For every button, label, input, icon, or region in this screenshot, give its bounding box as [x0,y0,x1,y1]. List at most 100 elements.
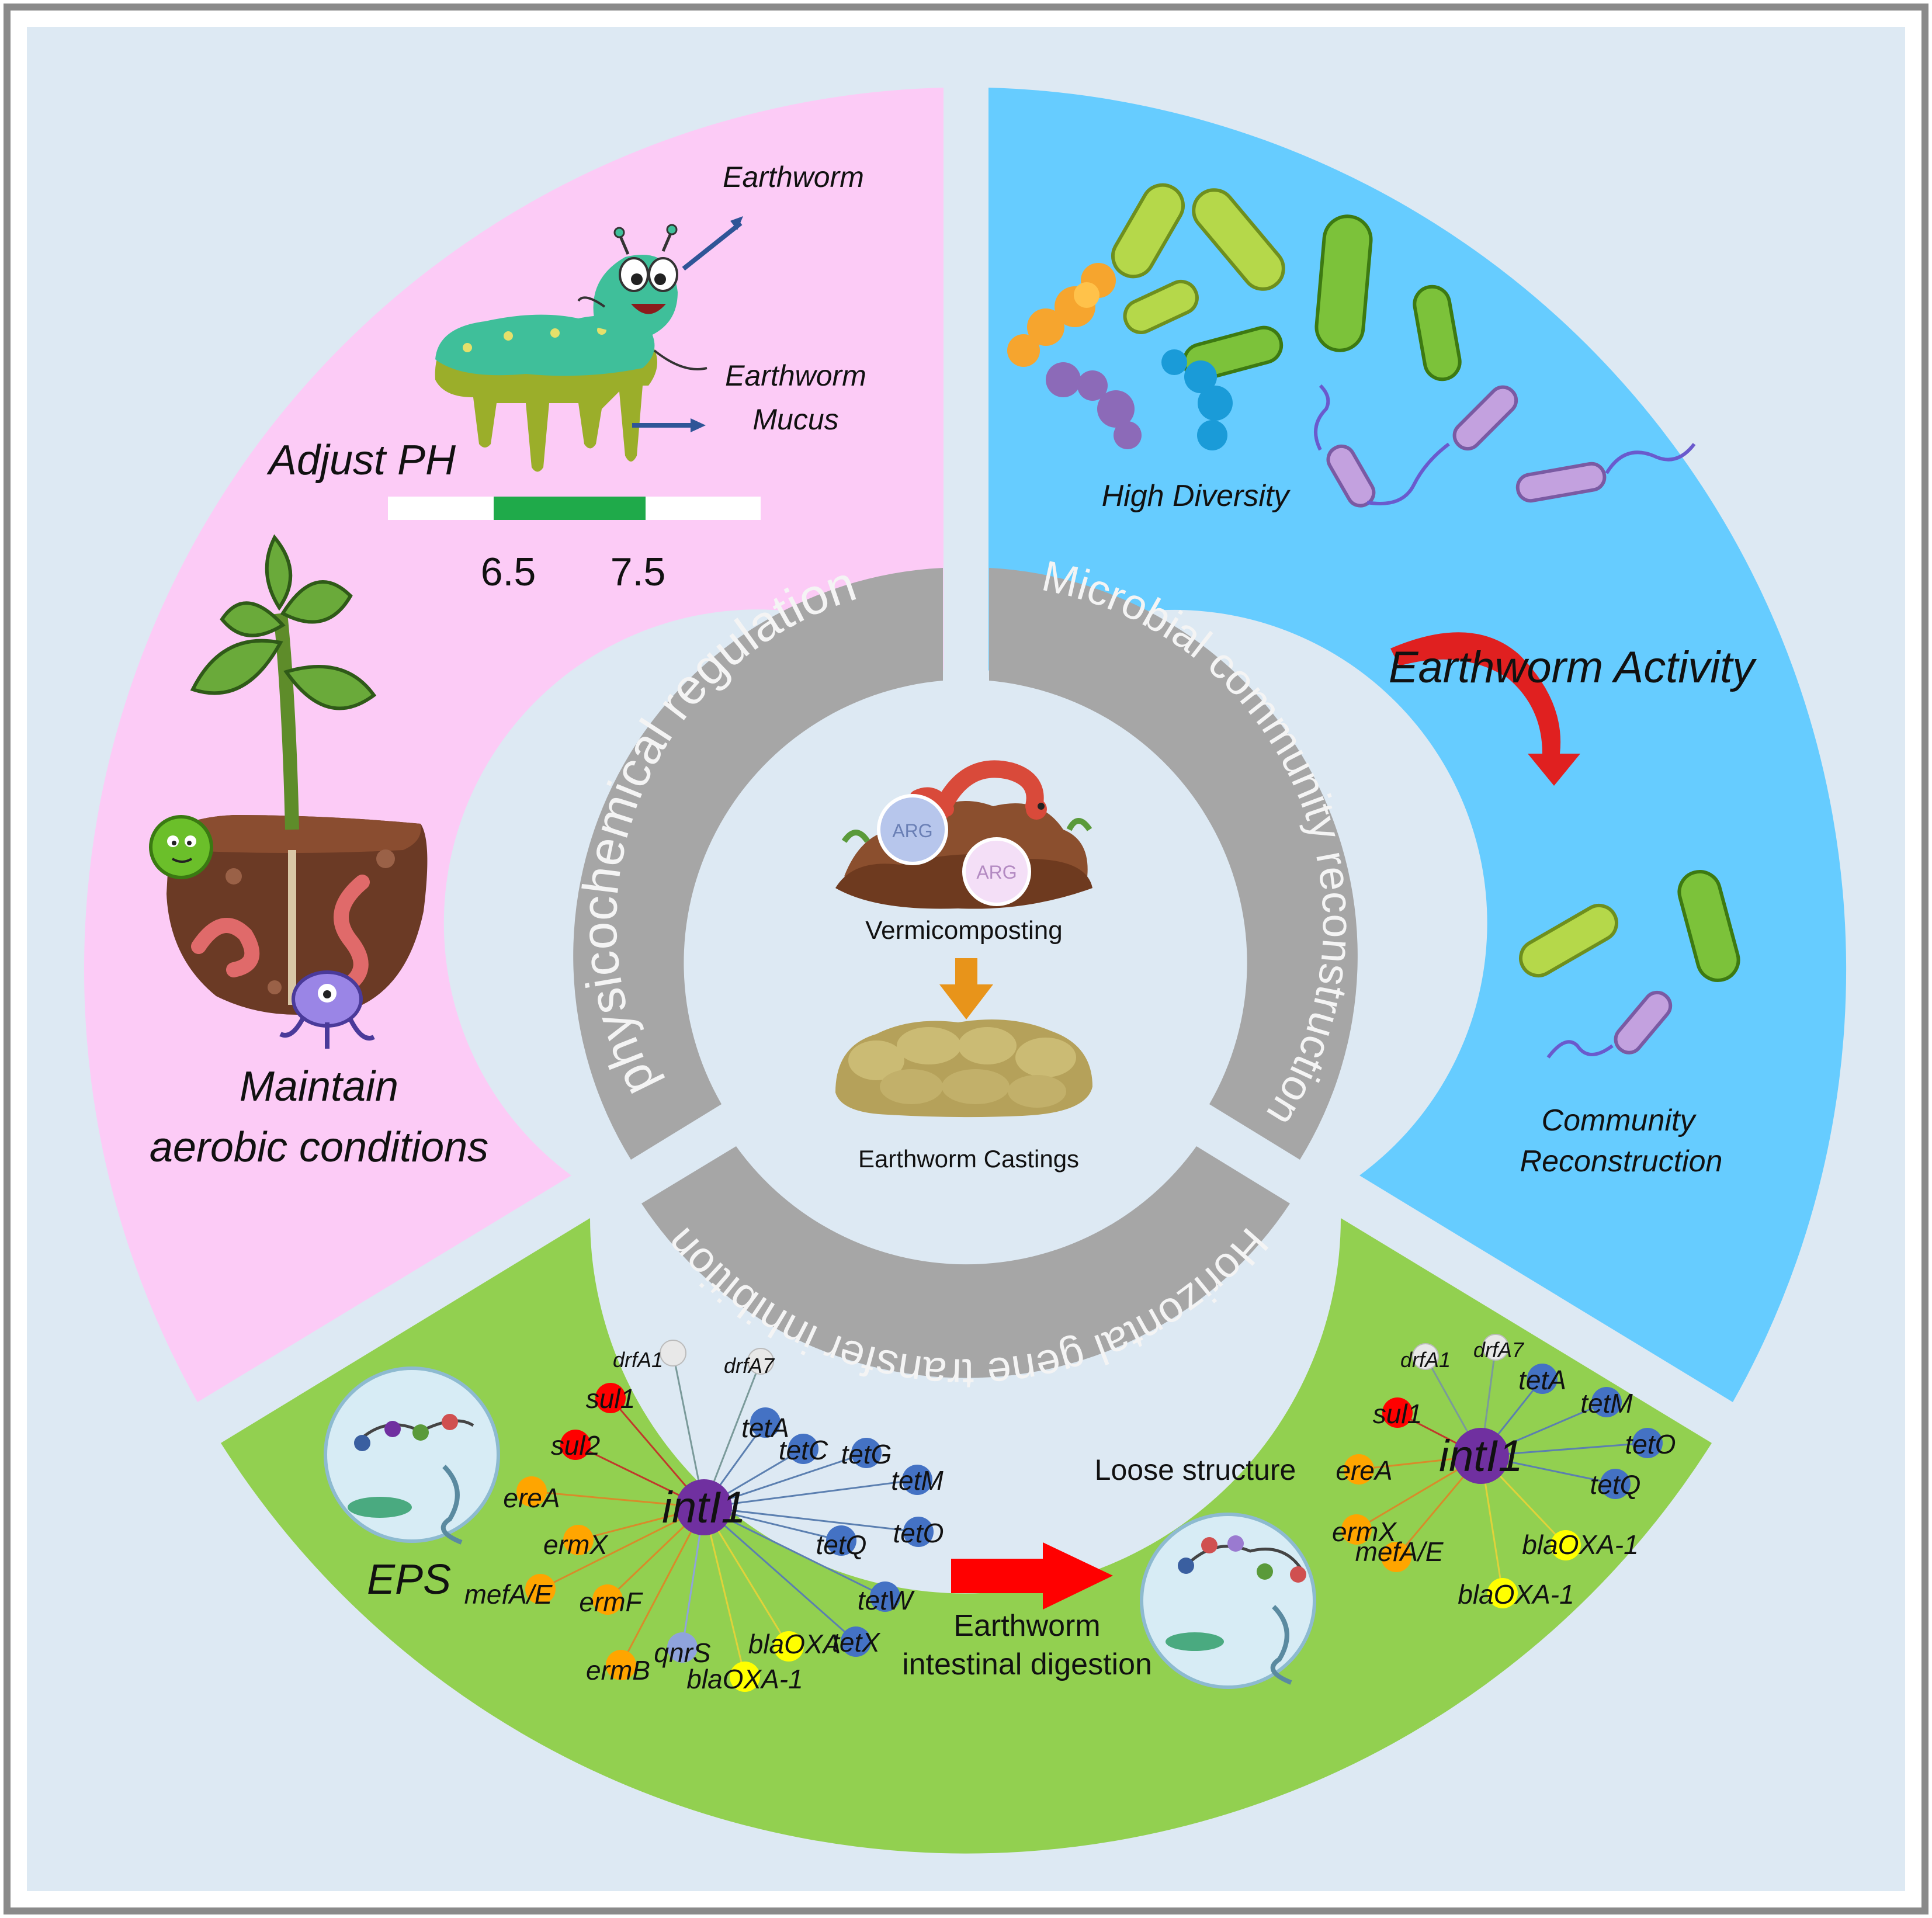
network-edge [703,1506,919,1533]
diverse-microbes-illustration [1007,183,1696,508]
network-edge [703,1507,746,1677]
physicochemical-sector [84,88,944,1402]
hub-label-intl1: intI1 [662,1483,746,1532]
gene-node-teta [750,1407,781,1438]
ph-high-value: 7.5 [611,550,666,594]
eps-cell-before [324,1366,500,1545]
loose-structure-label: Loose structure [1095,1454,1296,1486]
digestion-label-line2: intestinal digestion [902,1648,1152,1681]
gene-label-ermb: ermB [586,1655,650,1685]
gene-label-erea: ereA [503,1483,560,1513]
gene-label-blaoxa-1: blaOXA-1 [1522,1529,1638,1560]
mucus-pointer-arrowhead [691,418,706,432]
gene-label-teta: tetA [1518,1365,1566,1395]
arg-badge-1 [877,794,948,865]
earthworm-pointer-arrow [682,221,743,271]
earthworm-activity-curved-arrow [1390,632,1580,786]
mucus-label-line2: Mucus [752,403,838,436]
gene-node-tetq [1600,1469,1631,1499]
mucus-label-line1: Earthworm [725,359,866,392]
earthworm-castings-illustration [835,1019,1092,1118]
gene-node-tetm [1591,1387,1622,1417]
high-diversity-label: High Diversity [1102,479,1291,513]
gene-label-ermx: ermX [543,1529,609,1560]
gene-node-blaoxa-1 [730,1662,760,1692]
gene-node-mefa-e [525,1574,556,1604]
ring-physicochemical [573,568,943,1160]
gene-node-tetm [902,1465,932,1495]
earthworm-cartoon-illustration [435,224,707,472]
gene-label-tetg: tetG [841,1439,892,1469]
network-edge [703,1479,918,1508]
aerobic-label-line2: aerobic conditions [150,1124,488,1171]
gene-label-sul1: sul1 [586,1383,635,1414]
reconstructed-community-illustration [1519,870,1740,1059]
hub-node-intl1 [1453,1428,1509,1484]
ph-optimal-range [494,497,646,520]
gene-label-ermx: ermX [1332,1517,1397,1547]
gene-node-teto [903,1517,934,1547]
center-down-arrow [939,958,993,1019]
eps-cell-after [1140,1513,1316,1689]
gene-node-ermf [592,1584,623,1615]
network-edge [703,1506,886,1598]
microbial-sector [988,88,1847,1402]
gene-label-teto: tetO [893,1518,944,1548]
gene-node-drfa7 [747,1348,774,1375]
gene-label-tetm: tetM [1580,1388,1633,1418]
vermicomposting-label: Vermicomposting [865,916,1062,945]
gene-node-tetq [826,1525,856,1556]
gene-node-ermx [1341,1514,1372,1545]
gene-label-qnrs: qnrS [654,1638,710,1668]
gene-label-drfa7: drfA7 [1473,1338,1525,1362]
adjust-ph-label: Adjust PH [266,437,456,484]
gene-node-sul1 [595,1383,626,1413]
network-edge [540,1506,705,1590]
gene-label-mefa-e: mefA/E [1355,1537,1444,1567]
earthworm-label: Earthworm [723,161,864,193]
gene-node-sul2 [560,1430,591,1460]
gene-label-tetm: tetM [891,1465,944,1496]
aerobic-label-line1: Maintain [240,1063,398,1110]
gene-node-sul1 [1382,1397,1413,1428]
arg-badge-1-label: ARG [892,820,932,841]
earthworm-castings-label: Earthworm Castings [858,1145,1079,1173]
gene-node-qnrs [667,1632,698,1663]
community-label-line1: Community [1542,1104,1697,1137]
digestion-arrow [951,1542,1113,1610]
ring-microbial [989,568,1358,1160]
gene-label-drfa1: drfA1 [613,1348,663,1372]
gene-label-tetx: tetX [832,1627,881,1657]
gene-node-erea [1344,1454,1374,1485]
gene-node-blaoxa-1 [1487,1578,1518,1608]
ring-hgt [641,1146,1290,1378]
gene-node-tetx [841,1626,871,1657]
network-edge [703,1452,867,1508]
earthworm-pointer-arrowhead [730,216,743,230]
gene-node-tetg [851,1438,882,1468]
gene-label-tetc: tetC [779,1435,828,1465]
gene-node-drfa1 [1412,1343,1439,1370]
gene-label-tetq: tetQ [1590,1469,1641,1500]
gene-node-erea [516,1476,547,1507]
gene-label-blaoxa: blaOXA [748,1629,841,1659]
gene-label-drfa1: drfA1 [1400,1348,1451,1372]
gene-node-drfa1 [660,1340,686,1366]
gene-label-teta: tetA [741,1413,789,1443]
gene-node-drfa7 [1482,1334,1509,1361]
plant-soil-illustration [149,534,428,1049]
network-edge [620,1507,705,1666]
gene-node-ermx [563,1525,594,1555]
community-label-line2: Reconstruction [1520,1144,1723,1178]
gene-label-blaoxa-1: blaOXA-1 [686,1664,803,1694]
gene-node-ermb [606,1650,636,1680]
arg-badge-2 [962,837,1031,906]
gene-node-teto [1632,1428,1663,1458]
gene-label-blaoxa-1: blaOXA-1 [1458,1579,1574,1610]
digestion-label-line1: Earthworm [953,1609,1100,1643]
network-edge [703,1506,856,1643]
gene-label-tetw: tetW [858,1585,915,1615]
